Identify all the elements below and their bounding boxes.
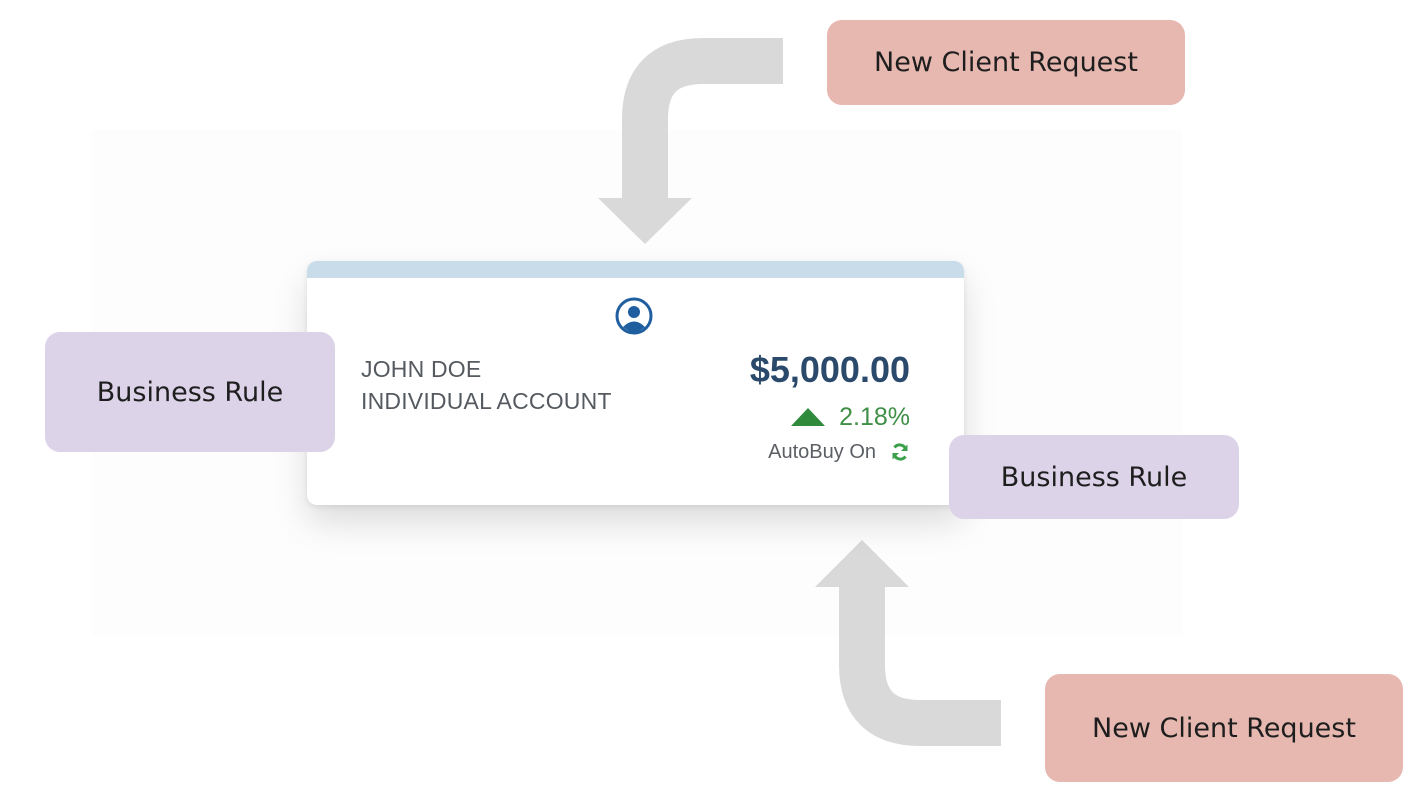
bottom-arrow-shaft (839, 585, 1001, 746)
user-circle-icon (615, 297, 653, 335)
autobuy-label: AutoBuy On (768, 440, 876, 463)
new-client-request-box-bottom: New Client Request (1045, 674, 1403, 782)
balance-change: 2.18% (791, 402, 910, 432)
account-balance: $5,000.00 (749, 349, 910, 390)
bottom-arrow-head (815, 540, 909, 587)
top-arrow-shaft (622, 38, 783, 200)
business-rule-box-left: Business Rule (45, 332, 335, 452)
refresh-icon[interactable] (890, 442, 910, 462)
new-client-request-box-top: New Client Request (827, 20, 1185, 105)
account-type: INDIVIDUAL ACCOUNT (361, 388, 612, 414)
autobuy-status[interactable]: AutoBuy On (768, 439, 910, 465)
account-card[interactable]: JOHN DOE INDIVIDUAL ACCOUNT $5,000.00 2.… (307, 261, 964, 505)
top-arrow-head (598, 198, 692, 244)
triangle-up-icon (791, 408, 826, 426)
change-percent: 2.18% (839, 402, 910, 431)
business-rule-box-right: Business Rule (949, 435, 1239, 519)
card-header-bar (307, 261, 964, 278)
account-holder-name: JOHN DOE (361, 356, 482, 382)
